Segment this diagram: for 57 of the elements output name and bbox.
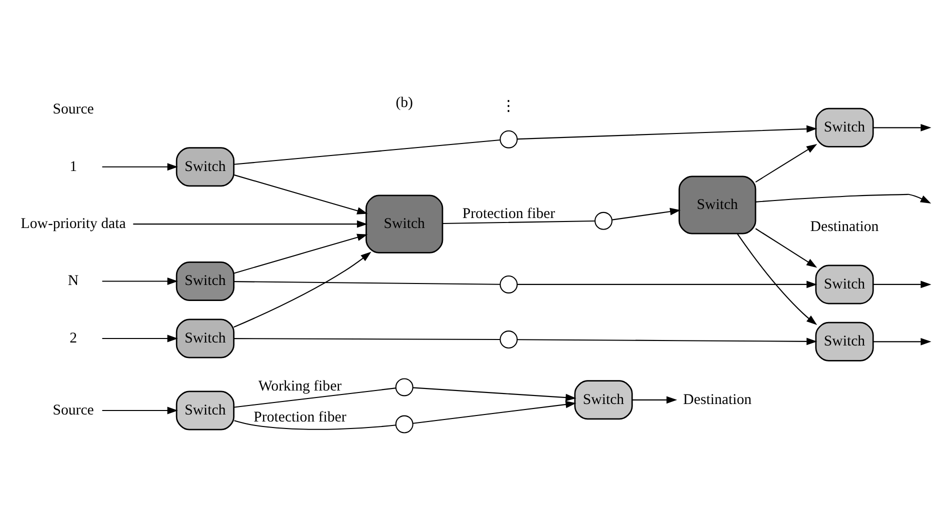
node-box: Switch: [678, 175, 756, 234]
node-circle: [500, 274, 518, 293]
node-box: Switch: [815, 264, 874, 304]
node-circle: [500, 330, 518, 348]
arrow: [234, 251, 372, 328]
arrow: [133, 220, 368, 228]
node-circle: [395, 378, 414, 396]
arrow: [873, 280, 932, 288]
label: Source: [52, 101, 94, 118]
arrow: [755, 143, 818, 182]
node-box: Switch: [574, 380, 633, 420]
arrow: [412, 386, 576, 401]
arrow: [632, 396, 678, 404]
edge-label: Protection fiber: [462, 205, 556, 222]
node-circle: [594, 211, 612, 230]
node-text: 1: [70, 158, 78, 174]
connector: [234, 387, 396, 408]
node-box: Switch: [366, 194, 444, 253]
node-circle: [395, 414, 414, 433]
connector: [234, 420, 396, 430]
arrow: [234, 233, 368, 274]
connector: [234, 139, 500, 164]
node-text: Destination: [683, 391, 752, 408]
node-text: Source: [52, 402, 94, 418]
arrow: [755, 228, 818, 268]
arrow: [756, 193, 932, 204]
arrow: [517, 280, 818, 288]
arrow: [873, 123, 932, 131]
label: Destination: [810, 218, 879, 235]
arrow: [612, 207, 681, 220]
node-text: N: [68, 272, 79, 289]
arrow: [517, 337, 818, 345]
arrow: [102, 406, 178, 414]
edge-label: Protection fiber: [254, 408, 346, 425]
node-text: Low-priority data: [20, 215, 126, 232]
node-box: Switch: [176, 390, 234, 430]
arrow: [517, 124, 818, 140]
arrow: [102, 277, 178, 284]
node-box: Switch: [176, 261, 234, 301]
arrow: [873, 337, 932, 345]
arrow: [737, 233, 818, 324]
node-box: Switch: [176, 318, 234, 358]
node-box: Switch: [815, 321, 874, 361]
label: (b): [396, 94, 413, 111]
label: ⋮: [501, 98, 516, 114]
arrow: [412, 400, 576, 424]
node-circle: [500, 130, 518, 148]
connector: [234, 280, 500, 284]
connector: [234, 338, 500, 340]
edge-label: Working fiber: [258, 378, 342, 394]
node-box: Switch: [815, 107, 874, 147]
arrow: [234, 174, 368, 214]
node-text: 2: [70, 330, 78, 346]
arrow: [102, 334, 178, 342]
node-box: Switch: [176, 146, 234, 186]
arrow: [102, 162, 178, 170]
connector: [442, 220, 595, 224]
